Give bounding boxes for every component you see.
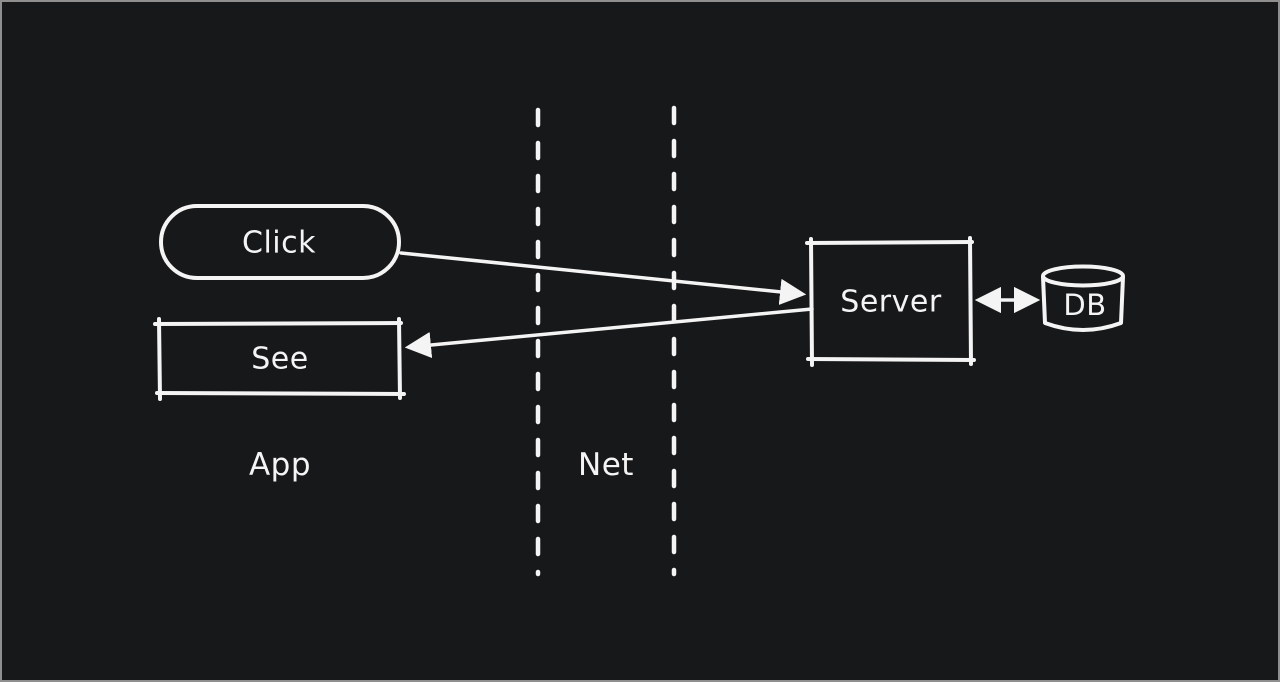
node-click[interactable]: Click: [159, 204, 401, 280]
zone-label-app[interactable]: App: [249, 447, 311, 483]
node-see[interactable]: See: [153, 317, 406, 401]
node-server-label: Server: [840, 285, 942, 320]
node-db-label: DB: [1063, 288, 1106, 322]
edge-server-to-see[interactable]: [404, 307, 814, 359]
node-db[interactable]: DB: [1041, 264, 1125, 332]
node-server[interactable]: Server: [805, 236, 976, 367]
edge-click-to-server[interactable]: [399, 251, 807, 305]
node-see-label: See: [251, 342, 308, 377]
zone-label-net[interactable]: Net: [578, 447, 634, 483]
node-click-label: Click: [242, 226, 316, 261]
